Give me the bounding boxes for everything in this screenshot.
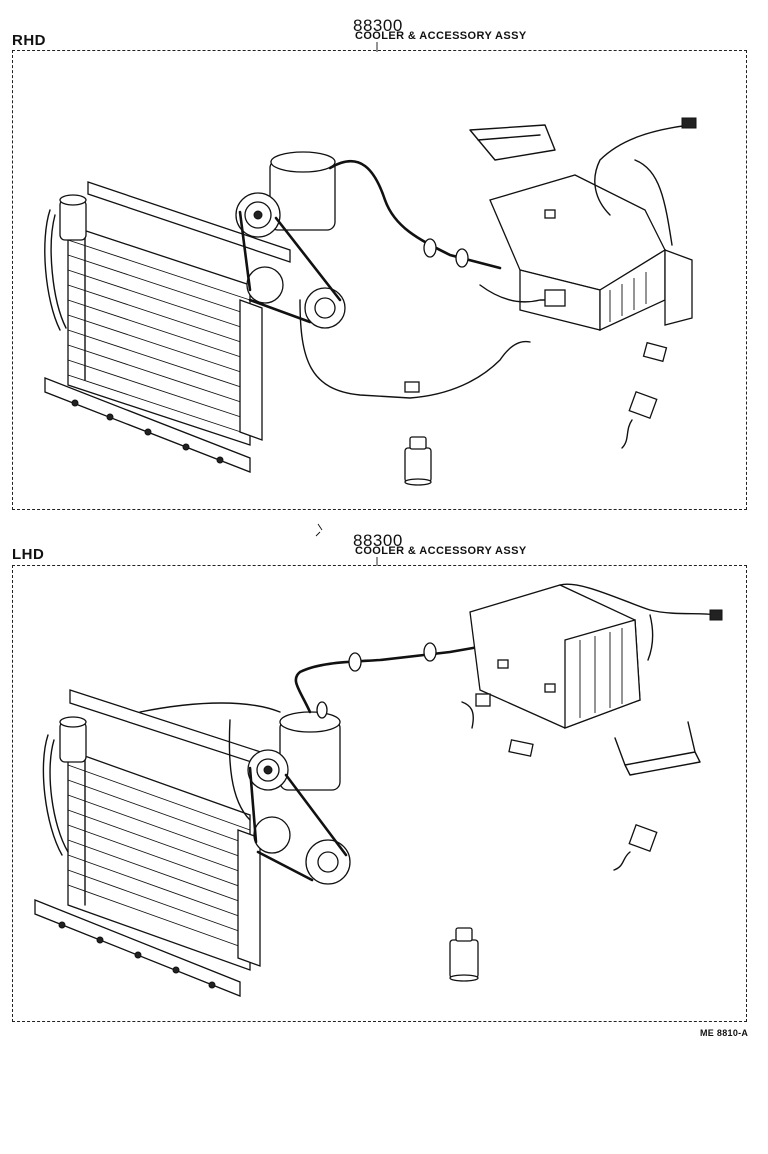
rhd-top-bracket bbox=[87, 181, 291, 263]
lhd-label: LHD bbox=[12, 546, 45, 563]
rhd-part-name: COOLER & ACCESSORY ASSY bbox=[355, 30, 527, 42]
lhd-frame bbox=[12, 565, 747, 1022]
lhd-oil-bottle bbox=[449, 927, 479, 982]
rhd-connector bbox=[681, 117, 697, 129]
rhd-liquid-tube bbox=[479, 284, 561, 303]
rhd-oil-bottle bbox=[404, 436, 432, 486]
lhd-part-name: COOLER & ACCESSORY ASSY bbox=[355, 545, 527, 557]
lhd-part-number: 88300 bbox=[353, 531, 403, 550]
rhd-receiver-drier bbox=[44, 194, 87, 331]
lhd-hose-clamps bbox=[316, 642, 437, 719]
lhd-suction-hose bbox=[294, 643, 492, 714]
rhd-hose-clamps bbox=[404, 238, 469, 393]
lhd-thermo-switch bbox=[613, 824, 658, 871]
rhd-discharge-line bbox=[299, 299, 531, 399]
lhd-discharge-line bbox=[139, 702, 281, 821]
lhd-wiring-harness bbox=[559, 583, 717, 661]
stray-mark bbox=[315, 523, 323, 537]
lhd-condenser bbox=[67, 749, 261, 971]
lhd-fitting bbox=[475, 693, 491, 707]
rhd-cooler-unit bbox=[489, 174, 693, 332]
rhd-suction-hose bbox=[328, 160, 502, 270]
lhd-receiver-drier bbox=[42, 716, 87, 856]
lhd-bottom-bracket bbox=[34, 899, 241, 997]
rhd-wiring-harness bbox=[594, 124, 691, 246]
rhd-mounting-bracket bbox=[469, 124, 556, 161]
rhd-thermo-switch bbox=[621, 391, 658, 449]
rhd-part-number: 88300 bbox=[353, 16, 403, 35]
rhd-seal-pad bbox=[642, 341, 668, 363]
rhd-label: RHD bbox=[12, 32, 46, 49]
lhd-mounting-bracket bbox=[614, 721, 701, 776]
figure-reference: ME 8810-A bbox=[700, 1028, 749, 1038]
lhd-seal-pad bbox=[508, 739, 534, 757]
lhd-connector bbox=[709, 609, 723, 621]
rhd-compressor bbox=[235, 151, 346, 329]
rhd-bottom-bracket bbox=[44, 377, 251, 473]
rhd-frame bbox=[12, 50, 747, 510]
lhd-liquid-tube bbox=[461, 701, 474, 729]
lhd-bracket-bolts bbox=[58, 921, 216, 989]
rhd-fitting bbox=[544, 289, 566, 307]
rhd-condenser bbox=[67, 224, 263, 446]
rhd-bracket-bolts bbox=[71, 399, 224, 464]
